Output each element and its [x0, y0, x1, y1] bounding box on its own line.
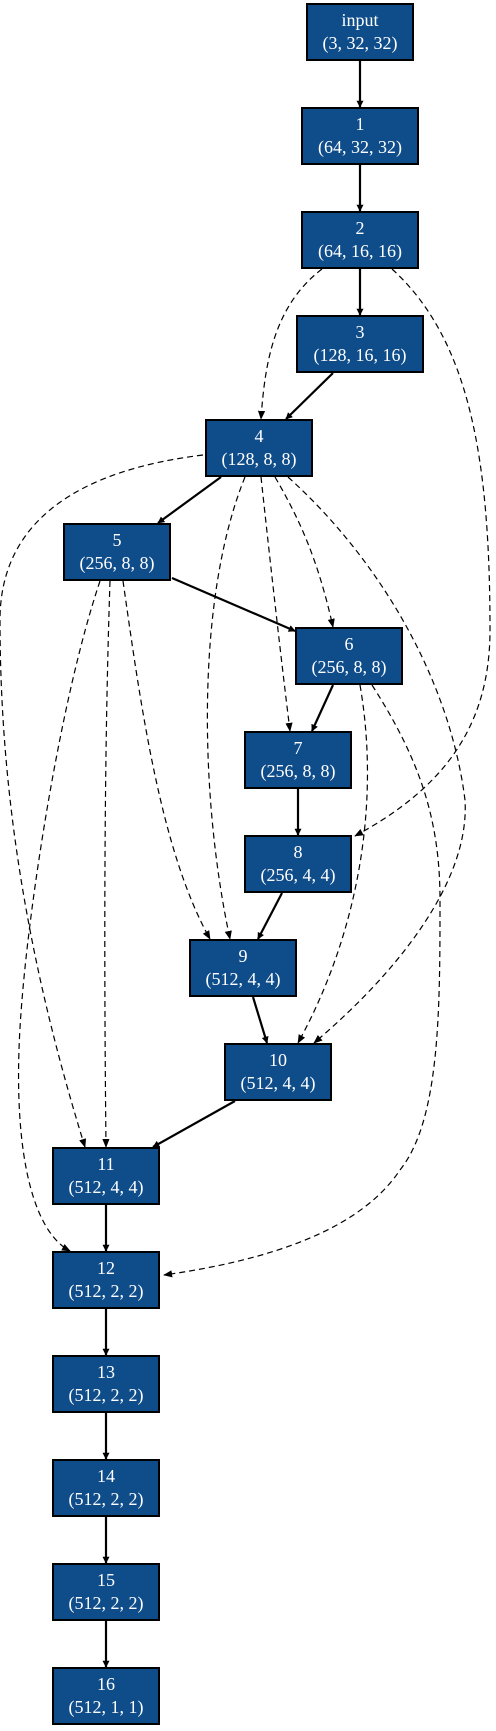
node-14: 14 (512, 2, 2) [52, 1459, 160, 1517]
node-shape: (64, 16, 16) [318, 241, 402, 262]
node-label: 14 [97, 1466, 115, 1486]
edge-4-6 [274, 476, 335, 628]
node-5: 5 (256, 8, 8) [63, 523, 171, 581]
edge-5-12 [17, 580, 101, 1252]
node-box [52, 1667, 160, 1725]
node-box [224, 1043, 332, 1101]
node-label: 13 [97, 1362, 115, 1382]
node-input: input (3, 32, 32) [306, 3, 414, 61]
node-13: 13 (512, 2, 2) [52, 1355, 160, 1413]
node-shape: (3, 32, 32) [323, 33, 398, 54]
node-6: 6 (256, 8, 8) [295, 627, 403, 685]
node-3: 3 (128, 16, 16) [296, 315, 424, 373]
edge-9-10 [251, 996, 269, 1044]
node-box [205, 419, 313, 477]
edge-8-9 [257, 892, 283, 940]
node-9: 9 (512, 4, 4) [189, 939, 297, 997]
node-box [295, 627, 403, 685]
node-box [244, 731, 352, 789]
node-box [52, 1251, 160, 1309]
node-label: 8 [294, 842, 303, 862]
edge-4-10 [287, 476, 466, 1044]
node-label: 4 [255, 426, 264, 446]
node-shape: (256, 8, 8) [80, 553, 155, 574]
node-11: 11 (512, 4, 4) [52, 1147, 160, 1205]
node-label: 3 [356, 322, 365, 342]
edge-4-5 [157, 476, 222, 524]
node-label: 12 [97, 1258, 115, 1278]
edge-2-8 [354, 268, 491, 837]
node-box [301, 107, 419, 165]
node-label: 11 [97, 1154, 114, 1174]
node-shape: (256, 8, 8) [312, 657, 387, 678]
nodes: input (3, 32, 32) 1 (64, 32, 32) 2 (64, 16, 1… [52, 3, 424, 1725]
node-15: 15 (512, 2, 2) [52, 1563, 160, 1621]
edge-4-7 [260, 476, 293, 732]
edge-4-9 [206, 476, 246, 940]
node-box [52, 1563, 160, 1621]
node-8: 8 (256, 4, 4) [244, 835, 352, 893]
node-shape: (512, 4, 4) [69, 1177, 144, 1198]
node-10: 10 (512, 4, 4) [224, 1043, 332, 1101]
node-shape: (512, 1, 1) [69, 1697, 144, 1718]
node-shape: (256, 4, 4) [261, 865, 336, 886]
edge-2-4 [257, 268, 323, 420]
node-shape: (512, 2, 2) [69, 1489, 144, 1510]
node-box [52, 1355, 160, 1413]
edge-6-12 [163, 684, 441, 1278]
node-shape: (256, 8, 8) [261, 761, 336, 782]
node-label: 9 [239, 946, 248, 966]
node-box [296, 315, 424, 373]
node-shape: (512, 2, 2) [69, 1385, 144, 1406]
edge-5-9 [122, 580, 211, 940]
node-label: 15 [97, 1570, 115, 1590]
edge-6-10 [297, 684, 369, 1044]
node-4: 4 (128, 8, 8) [205, 419, 313, 477]
node-label: 2 [356, 218, 365, 238]
edge-5-11 [102, 580, 111, 1148]
node-label: 16 [97, 1674, 115, 1694]
edge-4-11 [0, 454, 204, 1148]
node-shape: (512, 2, 2) [69, 1593, 144, 1614]
node-shape: (128, 16, 16) [314, 345, 407, 366]
node-box [244, 835, 352, 893]
node-label: 1 [356, 114, 365, 134]
node-shape: (512, 2, 2) [69, 1281, 144, 1302]
node-label: input [341, 10, 378, 30]
node-shape: (512, 4, 4) [241, 1073, 316, 1094]
edge-6-7 [310, 684, 335, 732]
node-label: 5 [113, 530, 122, 550]
edge-3-4 [285, 372, 334, 420]
node-2: 2 (64, 16, 16) [301, 211, 419, 269]
node-box [63, 523, 171, 581]
node-box [52, 1147, 160, 1205]
node-shape: (64, 32, 32) [318, 137, 402, 158]
node-shape: (128, 8, 8) [222, 449, 297, 470]
node-7: 7 (256, 8, 8) [244, 731, 352, 789]
node-label: 10 [269, 1050, 287, 1070]
node-box [301, 211, 419, 269]
node-12: 12 (512, 2, 2) [52, 1251, 160, 1309]
node-16: 16 (512, 1, 1) [52, 1667, 160, 1725]
edges [0, 61, 491, 1668]
edge-5-6 [171, 576, 296, 633]
node-label: 7 [294, 738, 303, 758]
node-box [52, 1459, 160, 1517]
edge-10-11 [152, 1100, 236, 1148]
node-shape: (512, 4, 4) [206, 969, 281, 990]
node-label: 6 [345, 634, 354, 654]
node-box [306, 3, 414, 61]
node-1: 1 (64, 32, 32) [301, 107, 419, 165]
node-box [189, 939, 297, 997]
